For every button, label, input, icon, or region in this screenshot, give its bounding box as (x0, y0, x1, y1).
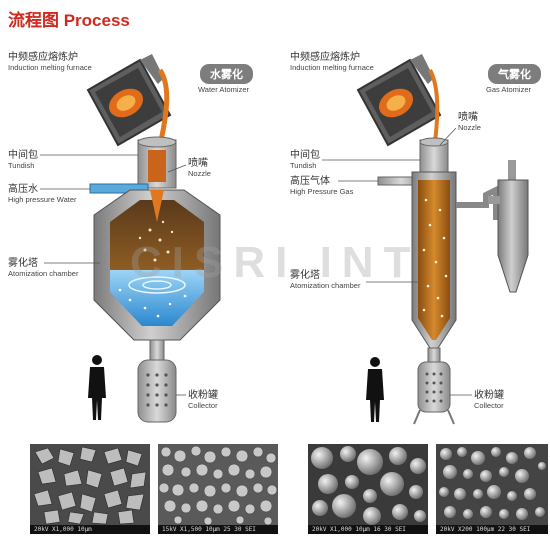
sem-micrograph-1: 20kV X1,000 10μm (30, 444, 150, 534)
person-silhouette-left (88, 355, 106, 420)
person-silhouette-right (366, 357, 384, 422)
watermark: CISRI INT (130, 238, 421, 287)
sem-micrograph-4: 20kV X200 100μm 22 30 SEI (436, 444, 548, 534)
gas-atomizer (322, 54, 529, 425)
gas-furnace (356, 54, 442, 147)
water-atomization-chamber (93, 189, 221, 341)
process-diagram (40, 54, 529, 425)
water-atomizer-badge-en: Water Atomizer (198, 85, 249, 94)
water-furnace (86, 54, 172, 147)
sem-caption-4: 20kV X200 100μm 22 30 SEI (436, 525, 548, 534)
page-title: 流程图 Process (8, 11, 130, 30)
gas-cyclone (456, 160, 529, 293)
water-collector (137, 359, 177, 423)
sem-caption-2: 15kV X1,500 10μm 25 30 SEI (158, 525, 278, 534)
gas-tundish (419, 137, 449, 175)
gas-atomizer-badge: 气雾化 (488, 64, 541, 84)
sem-micrograph-3: 20kV X1,000 10μm 16 30 SEI (308, 444, 428, 534)
sem-caption-3: 20kV X1,000 10μm 16 30 SEI (308, 525, 428, 534)
gas-atomization-chamber (411, 171, 457, 349)
water-tundish (137, 136, 177, 189)
water-atomizer-badge: 水雾化 (200, 64, 253, 84)
sem-caption-1: 20kV X1,000 10μm (30, 525, 150, 534)
gas-collector (413, 361, 455, 425)
sem-micrograph-2: 15kV X1,500 10μm 25 30 SEI (158, 444, 278, 534)
high-pressure-water-pipe (89, 183, 149, 194)
water-atomizer (40, 54, 221, 423)
gas-atomizer-badge-en: Gas Atomizer (486, 85, 532, 94)
